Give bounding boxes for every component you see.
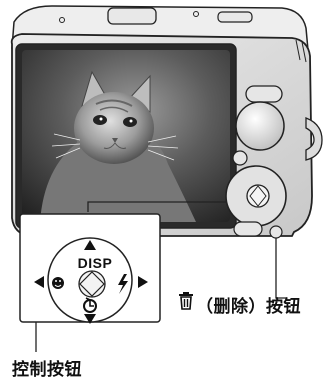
delete-button-label: （删除）按钮 (196, 297, 301, 317)
zoom-callout-line (87, 201, 226, 212)
cat-photo (40, 70, 196, 222)
playback-button (245, 85, 283, 103)
mode-dial (235, 101, 285, 151)
power-button (217, 11, 253, 23)
menu-button (232, 150, 248, 166)
control-pad-enlarged (19, 213, 161, 324)
control-pad-center-diamond (79, 271, 105, 297)
grip-ridge-1 (295, 39, 301, 61)
delete-button-on-camera (269, 225, 283, 239)
microphone-dot (59, 17, 65, 23)
self-timer-icon (83, 297, 97, 313)
camera-control-center (246, 184, 270, 208)
shutter-button (107, 7, 157, 25)
lcd-screen (15, 43, 237, 229)
flash-icon (118, 274, 128, 294)
callout-lines (35, 201, 286, 352)
control-button-label: 控制按钮 (12, 360, 82, 380)
trash-icon (179, 292, 193, 310)
right-controls (225, 85, 287, 239)
up-arrow-icon (84, 240, 96, 250)
smile-face-icon (52, 277, 64, 289)
down-arrow-icon (84, 314, 96, 324)
disp-label: DISP (77, 255, 113, 271)
control-pad-center (78, 270, 106, 298)
home-button (233, 221, 263, 237)
grip-ridge-2 (301, 41, 307, 63)
right-arrow-icon (138, 276, 148, 288)
strap-hook (305, 117, 323, 161)
light-dot (193, 11, 199, 17)
left-arrow-icon (34, 276, 44, 288)
delete-callout-line (275, 238, 286, 299)
